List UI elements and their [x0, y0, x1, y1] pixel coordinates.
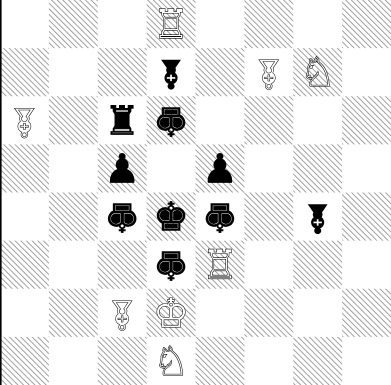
square-g6[interactable] [293, 96, 342, 145]
white-bishop-a-piece[interactable]: ♗ [251, 50, 287, 96]
square-a8[interactable] [0, 0, 49, 49]
svg-text:♟: ♟ [202, 146, 238, 192]
square-b8[interactable] [49, 0, 98, 49]
svg-text:♗: ♗ [104, 291, 140, 337]
square-e7[interactable] [196, 48, 245, 97]
square-a2[interactable] [0, 289, 49, 338]
square-g8[interactable] [293, 0, 342, 49]
svg-text:♚: ♚ [202, 194, 238, 240]
square-g5[interactable] [293, 144, 342, 193]
square-f5[interactable] [244, 144, 293, 193]
board-left-border [0, 0, 2, 385]
square-b3[interactable] [49, 241, 98, 290]
black-king-piece[interactable]: ♚ [153, 195, 189, 241]
svg-text:♖: ♖ [153, 2, 189, 48]
black-king-rotated-a-piece[interactable]: ♚ [153, 97, 189, 143]
white-knight-b-piece[interactable]: ♘ [153, 339, 189, 385]
square-h3[interactable] [342, 241, 391, 290]
white-bishop-c-piece[interactable]: ♗ [104, 291, 140, 337]
square-f2[interactable] [244, 289, 293, 338]
svg-text:♚: ♚ [104, 194, 140, 240]
square-f1[interactable] [244, 337, 293, 385]
square-a4[interactable] [0, 193, 49, 242]
square-g2[interactable] [293, 289, 342, 338]
square-e6[interactable] [196, 96, 245, 145]
square-a7[interactable] [0, 48, 49, 97]
square-a5[interactable] [0, 144, 49, 193]
svg-text:♝: ♝ [153, 50, 189, 96]
white-king-piece[interactable]: ♔ [153, 291, 189, 337]
square-b7[interactable] [49, 48, 98, 97]
white-bishop-b-piece[interactable]: ♗ [7, 98, 43, 144]
square-g1[interactable] [293, 337, 342, 385]
square-a1[interactable] [0, 337, 49, 385]
black-bishop-b-piece[interactable]: ♝ [300, 195, 336, 241]
black-king-rotated-c-piece[interactable]: ♚ [202, 194, 238, 240]
square-c1[interactable] [98, 337, 147, 385]
square-h8[interactable] [342, 0, 391, 49]
black-king-rotated-d-piece[interactable]: ♚ [153, 242, 189, 288]
square-a3[interactable] [0, 241, 49, 290]
white-knight-a-piece[interactable]: ♘ [300, 50, 336, 96]
square-e1[interactable] [196, 337, 245, 385]
square-b2[interactable] [49, 289, 98, 338]
square-b1[interactable] [49, 337, 98, 385]
square-b6[interactable] [49, 96, 98, 145]
black-bishop-a-piece[interactable]: ♝ [153, 50, 189, 96]
black-king-rotated-b-piece[interactable]: ♚ [104, 194, 140, 240]
svg-text:♘: ♘ [153, 339, 189, 385]
square-d5[interactable] [147, 144, 196, 193]
svg-text:♝: ♝ [300, 195, 336, 241]
square-h1[interactable] [342, 337, 391, 385]
white-rook-b-piece[interactable]: ♖ [202, 243, 238, 289]
black-pawn-b-piece[interactable]: ♟ [202, 146, 238, 192]
svg-text:♚: ♚ [153, 97, 189, 143]
svg-text:♟: ♟ [104, 146, 140, 192]
square-b5[interactable] [49, 144, 98, 193]
square-f8[interactable] [244, 0, 293, 49]
square-h7[interactable] [342, 48, 391, 97]
white-rook-a-piece[interactable]: ♖ [153, 2, 189, 48]
square-b4[interactable] [49, 193, 98, 242]
svg-text:♗: ♗ [251, 50, 287, 96]
square-h5[interactable] [342, 144, 391, 193]
square-h2[interactable] [342, 289, 391, 338]
svg-text:♔: ♔ [153, 291, 189, 337]
square-h6[interactable] [342, 96, 391, 145]
square-c8[interactable] [98, 0, 147, 49]
square-e8[interactable] [196, 0, 245, 49]
svg-text:♚: ♚ [153, 195, 189, 241]
square-h4[interactable] [342, 193, 391, 242]
black-pawn-a-piece[interactable]: ♟ [104, 146, 140, 192]
svg-text:♖: ♖ [202, 243, 238, 289]
square-f6[interactable] [244, 96, 293, 145]
black-rook-a-piece[interactable]: ♜ [104, 98, 140, 144]
square-c7[interactable] [98, 48, 147, 97]
square-f3[interactable] [244, 241, 293, 290]
svg-text:♗: ♗ [7, 98, 43, 144]
square-e2[interactable] [196, 289, 245, 338]
svg-text:♚: ♚ [153, 242, 189, 288]
square-g3[interactable] [293, 241, 342, 290]
square-c3[interactable] [98, 241, 147, 290]
square-f4[interactable] [244, 193, 293, 242]
svg-text:♜: ♜ [104, 98, 140, 144]
svg-text:♘: ♘ [300, 50, 336, 96]
